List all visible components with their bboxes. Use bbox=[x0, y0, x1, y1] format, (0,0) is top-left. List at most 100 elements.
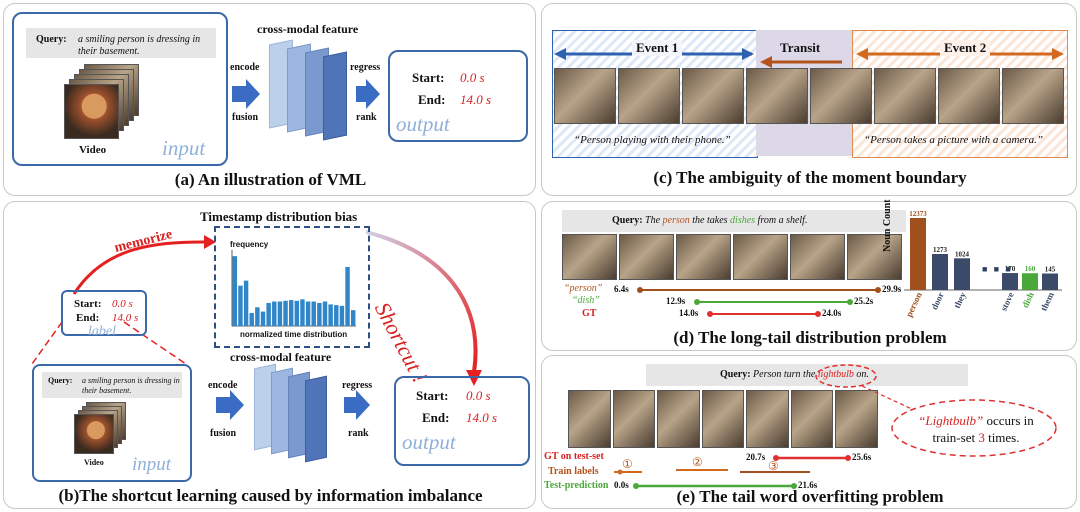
hist-feature-label: cross-modal feature bbox=[230, 350, 331, 365]
caption-a: (a) An illustration of VML bbox=[4, 170, 537, 190]
hist-bar bbox=[250, 313, 254, 326]
noun-bar-dish bbox=[1022, 273, 1038, 290]
hist-bar bbox=[323, 302, 327, 326]
bubble-text1: occurs in bbox=[983, 413, 1034, 428]
panel-a: Query: a smiling person is dressing in t… bbox=[3, 3, 536, 196]
encode-label: encode bbox=[208, 380, 237, 391]
transit-label: Transit bbox=[780, 40, 820, 56]
hist-bar bbox=[345, 267, 349, 326]
hist-bar bbox=[295, 301, 299, 326]
hist-bar bbox=[312, 302, 316, 326]
noun-value-label: 1024 bbox=[955, 250, 970, 258]
noun-value-label: 1273 bbox=[933, 246, 948, 254]
bubble-word: “Lightbulb” bbox=[918, 413, 983, 428]
end-label: End: bbox=[422, 410, 449, 426]
query-text: a smiling person is dressing in their ba… bbox=[82, 376, 180, 396]
noun-category-label: person bbox=[904, 291, 924, 319]
video-frame bbox=[938, 68, 1000, 124]
regress-label: regress bbox=[342, 380, 372, 391]
end-value: 14.0 s bbox=[466, 410, 497, 426]
label-end-label: End: bbox=[76, 312, 99, 324]
gt-end: 25.6s bbox=[852, 452, 871, 462]
start-value: 0.0 s bbox=[466, 388, 491, 404]
query-box-b: Query: a smiling person is dressing in t… bbox=[42, 372, 182, 398]
hist-bar bbox=[289, 300, 293, 326]
video-frame bbox=[1002, 68, 1064, 124]
noun-bar-them bbox=[1042, 273, 1058, 290]
label-label: label bbox=[88, 324, 116, 340]
noun-category-label: they bbox=[952, 290, 968, 310]
feature-layer bbox=[305, 376, 327, 463]
noun-value-label: 12373 bbox=[909, 210, 927, 218]
gt-start: 20.7s bbox=[746, 452, 765, 462]
gt-label: GT on test-set bbox=[544, 451, 604, 462]
output-label: output bbox=[402, 430, 456, 455]
event1-quote: “Person playing with their phone.” bbox=[574, 134, 731, 146]
label-end-value: 14.0 s bbox=[112, 312, 138, 324]
hist-bar bbox=[340, 306, 344, 326]
noun-bar-door bbox=[932, 254, 948, 290]
noun-category-label: stove bbox=[999, 291, 1016, 313]
hist-bar bbox=[255, 307, 259, 326]
start-label: Start: bbox=[416, 388, 449, 404]
hist-bar bbox=[317, 303, 321, 326]
caption-b: (b)The shortcut learning caused by infor… bbox=[4, 486, 537, 506]
hist-bar bbox=[238, 286, 242, 326]
fusion-label: fusion bbox=[232, 112, 258, 123]
train-label: Train labels bbox=[548, 466, 599, 477]
hist-xlabel: normalized time distribution bbox=[240, 330, 347, 339]
video-frame bbox=[682, 68, 744, 124]
noun-value-label: 145 bbox=[1045, 265, 1056, 273]
rank-label: rank bbox=[348, 428, 369, 439]
rank-label: rank bbox=[356, 112, 377, 123]
hist-bar bbox=[278, 302, 282, 326]
event2-quote: “Person takes a picture with a camera.” bbox=[864, 134, 1043, 146]
hist-bar bbox=[306, 302, 310, 326]
hist-bar bbox=[266, 303, 270, 326]
panel-e: Query: Person turn the lightbulb on. “Li… bbox=[541, 355, 1077, 509]
panel-c: Event 1 Transit Event 2 “Person playing … bbox=[541, 3, 1077, 196]
noun-bar-person bbox=[910, 218, 926, 290]
video-frame bbox=[810, 68, 872, 124]
caption-c: (c) The ambiguity of the moment boundary bbox=[542, 168, 1078, 188]
train-mark-1: ① bbox=[622, 457, 633, 472]
fusion-label: fusion bbox=[210, 428, 236, 439]
feature-title: cross-modal feature bbox=[257, 22, 358, 37]
end-value: 14.0 s bbox=[460, 92, 491, 108]
video-frame bbox=[746, 68, 808, 124]
start-label: Start: bbox=[412, 70, 445, 86]
frame-strip bbox=[554, 68, 1064, 124]
output-label: output bbox=[396, 112, 450, 137]
noun-bar-stove bbox=[1002, 273, 1018, 290]
panel-b: Timestamp distribution bias frequency no… bbox=[3, 201, 536, 509]
label-start-label: Start: bbox=[74, 298, 102, 310]
hist-bar bbox=[261, 312, 265, 326]
event1-label: Event 1 bbox=[632, 40, 682, 56]
video-label: Video bbox=[84, 458, 104, 467]
hist-bar bbox=[300, 299, 304, 326]
hist-bar bbox=[334, 305, 338, 326]
input-label: input bbox=[132, 454, 171, 476]
label-start-value: 0.0 s bbox=[112, 298, 133, 310]
hist-bar bbox=[233, 256, 237, 326]
end-label: End: bbox=[418, 92, 445, 108]
noun-category-label: door bbox=[929, 291, 946, 312]
query-label: Query: bbox=[48, 376, 72, 385]
video-frame bbox=[554, 68, 616, 124]
caption-e: (e) The tail word overfitting problem bbox=[542, 487, 1078, 507]
video-frame-front bbox=[74, 414, 114, 454]
noun-category-label: dish bbox=[1020, 291, 1036, 310]
caption-d: (d) The long-tail distribution problem bbox=[542, 328, 1078, 348]
video-frame bbox=[618, 68, 680, 124]
train-mark-3: ③ bbox=[768, 459, 779, 474]
hist-bar bbox=[272, 302, 276, 326]
bar-ellipsis: ■ ■ ■ bbox=[982, 264, 1013, 274]
train-mark-2: ② bbox=[692, 455, 703, 470]
bubble-text: “Lightbulb” occurs in train-set 3 times. bbox=[906, 412, 1046, 446]
video-frame bbox=[874, 68, 936, 124]
noun-value-label: 160 bbox=[1025, 265, 1036, 273]
event2-label: Event 2 bbox=[940, 40, 990, 56]
hist-bar bbox=[328, 304, 332, 326]
start-value: 0.0 s bbox=[460, 70, 485, 86]
noun-category-label: them bbox=[1039, 290, 1057, 312]
